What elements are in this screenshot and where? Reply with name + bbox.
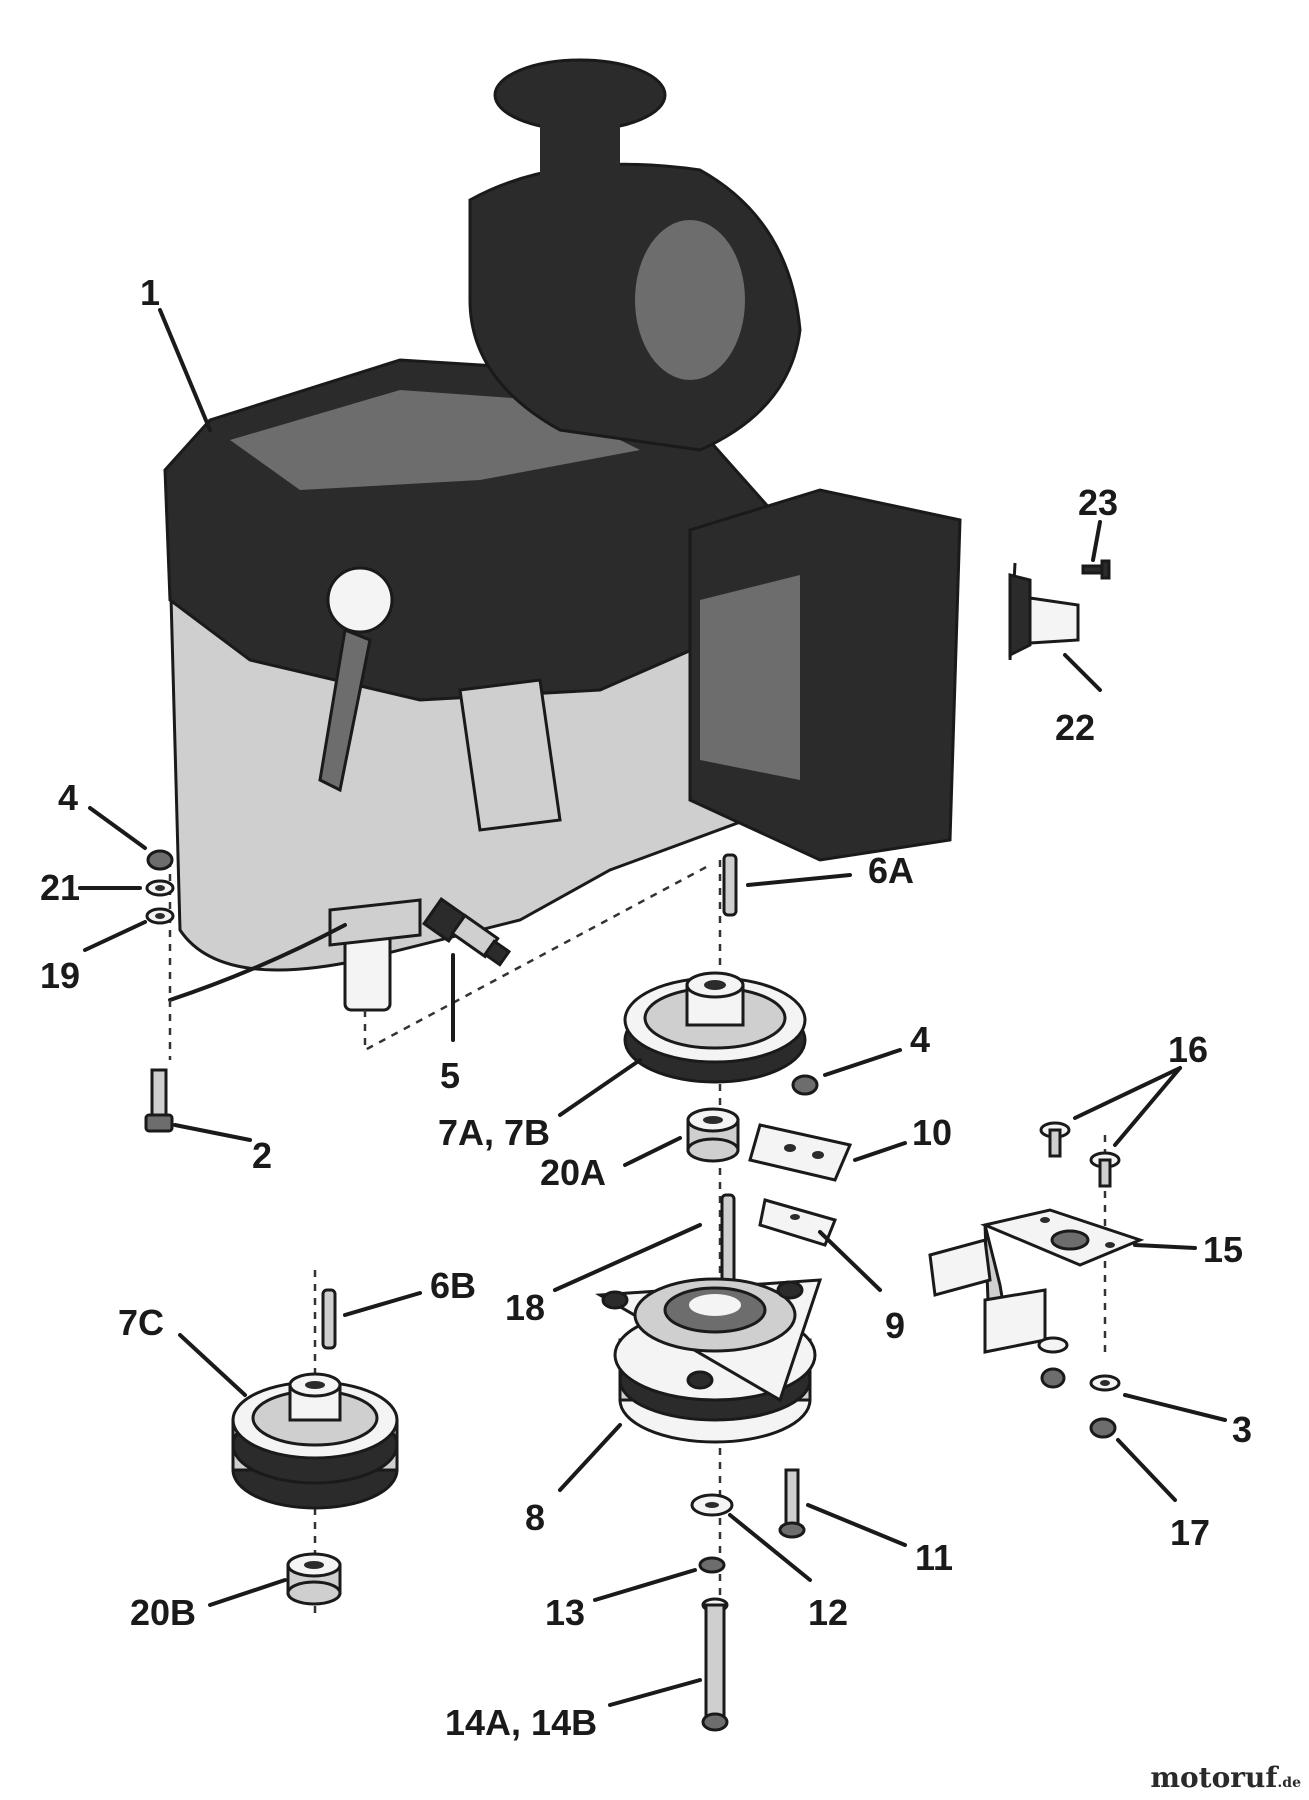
callout-11: 11	[915, 1537, 953, 1578]
leader-lines	[78, 308, 1227, 1707]
lock-washer-bracket	[1037, 1336, 1069, 1389]
callout-23: 23	[1078, 482, 1118, 523]
electric-clutch-8	[595, 1277, 823, 1444]
pulley-7a-7b	[623, 971, 807, 1084]
callout-10: 10	[912, 1112, 952, 1153]
callout-20b: 20B	[130, 1592, 196, 1633]
screw-16-right	[1089, 1151, 1121, 1188]
spacer-20a	[686, 1107, 740, 1163]
callout-12: 12	[808, 1592, 848, 1633]
callout-8: 8	[525, 1497, 545, 1538]
oil-pressure-switch	[422, 897, 512, 967]
bolt-2	[144, 1068, 174, 1133]
callout-21: 21	[40, 867, 80, 908]
bracket-15	[928, 1208, 1145, 1354]
watermark-name: motoruf	[1150, 1761, 1278, 1794]
lock-washer-19	[145, 907, 175, 925]
bolt-14a-14b	[701, 1597, 729, 1732]
bolt-11	[778, 1468, 806, 1539]
plate-10	[748, 1123, 853, 1182]
callout-4-center: 4	[910, 1019, 930, 1060]
callout-22: 22	[1055, 707, 1095, 748]
callout-6b: 6B	[430, 1265, 476, 1306]
callout-4-left: 4	[58, 777, 78, 818]
callout-2: 2	[252, 1135, 272, 1176]
callout-14a-14b: 14A, 14B	[445, 1702, 597, 1743]
lock-washer-3	[1089, 1374, 1121, 1392]
shim-9	[758, 1198, 838, 1247]
lock-washer-13	[698, 1556, 726, 1574]
callout-6a: 6A	[868, 850, 914, 891]
callout-1: 1	[140, 272, 160, 313]
nut-4-left	[146, 849, 174, 871]
pin-6a	[722, 853, 738, 917]
engine-assembly	[163, 58, 962, 1012]
callout-15: 15	[1203, 1229, 1243, 1270]
motoruf-logo: motoruf.de	[1150, 1761, 1301, 1794]
screw-16-left	[1039, 1121, 1071, 1158]
callout-9: 9	[885, 1305, 905, 1346]
washer-12	[690, 1493, 734, 1517]
callout-7a-7b: 7A, 7B	[438, 1112, 550, 1153]
callout-19: 19	[40, 955, 80, 996]
pin-6b	[321, 1288, 337, 1350]
pulley-7c	[231, 1372, 399, 1510]
callout-3: 3	[1232, 1409, 1252, 1450]
screw-23	[1081, 559, 1111, 580]
callout-13: 13	[545, 1592, 585, 1633]
callout-5: 5	[440, 1055, 460, 1096]
washer-21	[145, 879, 175, 897]
callout-7c: 7C	[118, 1302, 164, 1343]
spacer-20b	[286, 1552, 342, 1606]
nut-4-center	[791, 1074, 819, 1096]
watermark-tld: .de	[1277, 1775, 1301, 1791]
part-22	[1008, 562, 1080, 661]
callout-labels: 1 2 3 4 4 5 6A 6B 7A, 7B 7C 8 9 10 11 12…	[40, 272, 1252, 1743]
nut-17	[1089, 1417, 1117, 1439]
callout-17: 17	[1170, 1512, 1210, 1553]
callout-20a: 20A	[540, 1152, 606, 1193]
callout-16: 16	[1168, 1029, 1208, 1070]
callout-18: 18	[505, 1287, 545, 1328]
